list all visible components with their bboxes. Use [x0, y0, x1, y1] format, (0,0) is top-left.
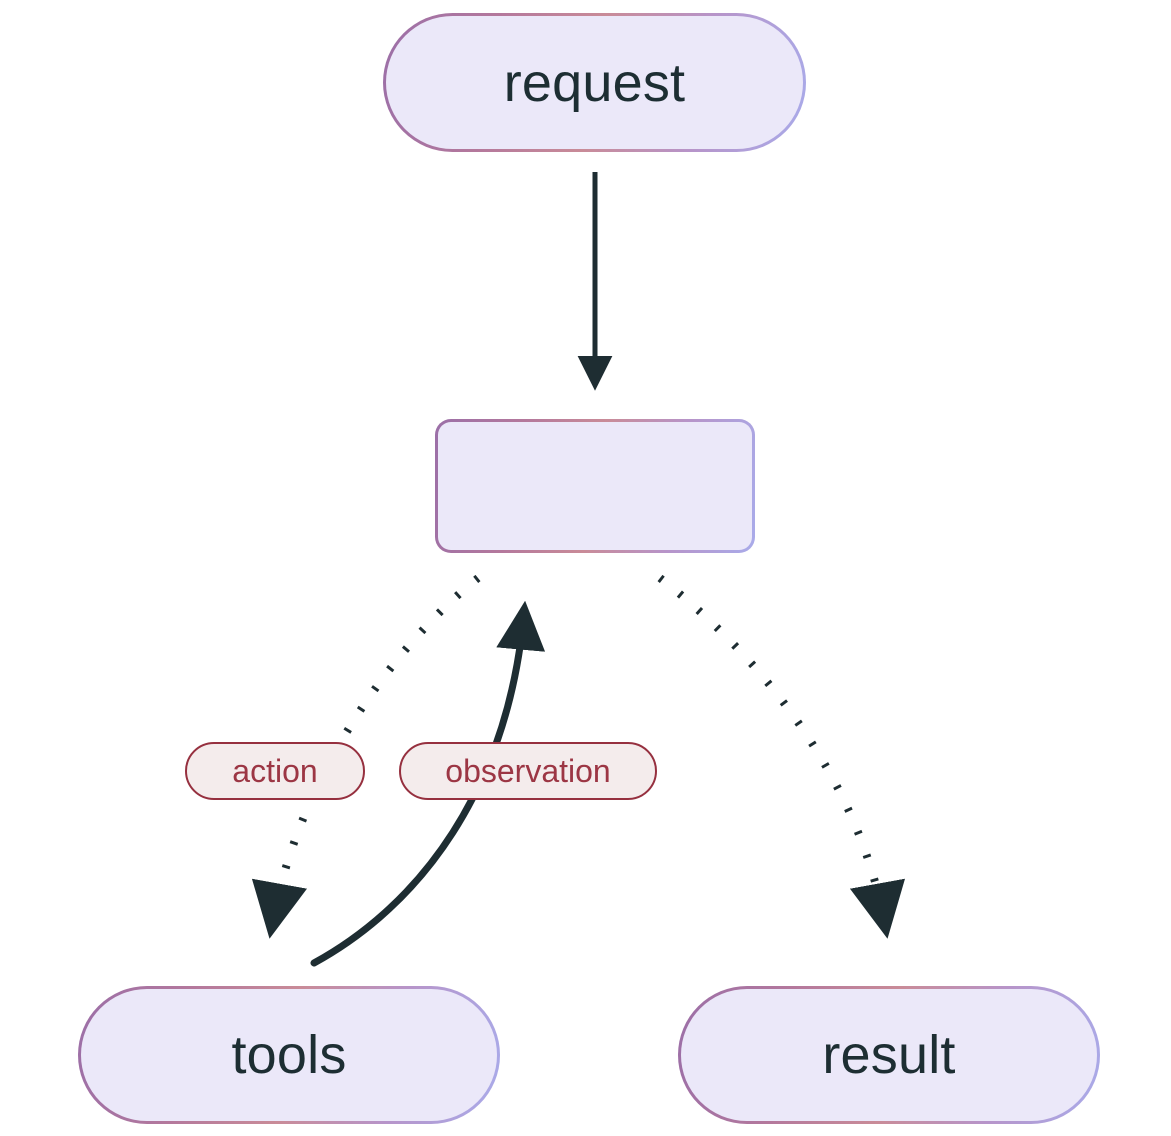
edge-agent-to-result [657, 574, 906, 939]
node-request-label: request [503, 52, 686, 113]
node-result-label: result [822, 1025, 956, 1085]
node-result[interactable]: result [678, 986, 1100, 1124]
node-agent[interactable] [435, 419, 755, 553]
edge-label-observation-text: observation [445, 753, 611, 789]
node-request[interactable]: request [383, 13, 806, 152]
edge-label-action: action [185, 742, 365, 800]
node-tools[interactable]: tools [78, 986, 500, 1124]
edge-label-action-text: action [232, 753, 318, 789]
edge-label-observation: observation [399, 742, 657, 800]
node-tools-label: tools [231, 1025, 347, 1085]
